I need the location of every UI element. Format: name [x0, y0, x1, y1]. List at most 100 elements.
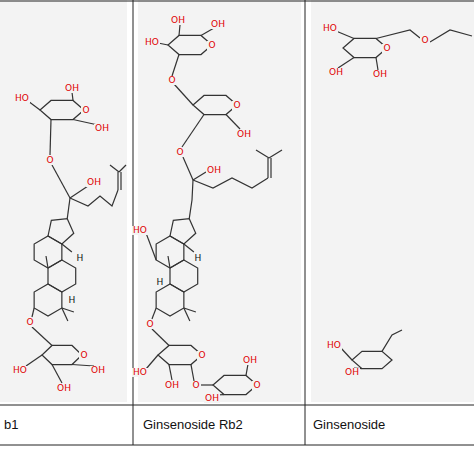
- bond-line: [338, 58, 354, 68]
- bond-line: [199, 384, 213, 385]
- atom-label: O: [382, 44, 391, 53]
- bond-line: [184, 244, 194, 252]
- bond-line: [70, 186, 88, 198]
- sugar-ring: [42, 345, 82, 364]
- sugar-ring: [158, 345, 202, 364]
- structure-panel: [311, 0, 474, 402]
- atom-label: OH: [90, 366, 106, 375]
- atom-label: OH: [56, 384, 72, 393]
- bond-line: [270, 158, 271, 178]
- bond-line: [183, 157, 193, 180]
- atom-label: HO: [322, 24, 338, 33]
- bond-line: [189, 180, 193, 219]
- bond-line: [168, 256, 170, 268]
- bond-line: [256, 150, 269, 158]
- bond-line: [152, 308, 156, 319]
- structure-panel: [0, 0, 127, 402]
- bond-line: [191, 365, 194, 381]
- steroid-ring: [48, 260, 76, 292]
- atom-label: O: [252, 381, 261, 390]
- bond-line: [336, 31, 354, 38]
- atom-label: O: [45, 156, 54, 165]
- atom-label: HO: [326, 341, 342, 350]
- bond-line: [110, 165, 119, 172]
- table-rule: [133, 0, 134, 445]
- atom-label: H: [156, 278, 165, 287]
- bond-line: [430, 30, 472, 42]
- bond-line: [32, 308, 34, 317]
- atom-label: OH: [86, 178, 102, 187]
- bond-line: [269, 150, 282, 158]
- bond-line: [201, 28, 214, 35]
- atom-label: O: [79, 351, 88, 360]
- atom-label: OH: [328, 68, 344, 77]
- atom-label: O: [191, 381, 200, 390]
- bond-line: [179, 25, 180, 35]
- bond-line: [267, 158, 268, 178]
- compound-name: Ginsenoside Rb2: [143, 418, 243, 431]
- table-rule: [0, 445, 474, 446]
- bond-line: [246, 364, 248, 375]
- atom-label: O: [145, 320, 154, 329]
- bond-line: [226, 115, 240, 129]
- atom-label: HO: [14, 94, 30, 103]
- bond-line: [50, 120, 51, 155]
- table-rule: [305, 0, 306, 445]
- bond-line: [172, 55, 179, 76]
- steroid-ring: [34, 236, 62, 268]
- atom-label: OH: [164, 381, 180, 390]
- atom-label: O: [420, 36, 429, 45]
- bond-line: [46, 256, 48, 268]
- bond-line: [169, 365, 172, 380]
- bond-line: [72, 92, 73, 100]
- atom-label: O: [232, 101, 241, 110]
- bond-line: [117, 172, 118, 190]
- atom-label: OH: [210, 20, 226, 29]
- atom-label: OH: [170, 16, 186, 25]
- bond-line: [146, 233, 156, 260]
- sugar-ring: [343, 38, 387, 57]
- bond-line: [376, 30, 420, 38]
- bond-line: [62, 308, 68, 321]
- steroid-ring: [170, 219, 196, 244]
- atom-label: H: [76, 254, 85, 263]
- bond-line: [174, 84, 193, 105]
- sugar-ring: [193, 95, 237, 114]
- bond-line: [382, 330, 402, 351]
- steroid-ring: [170, 260, 198, 292]
- atom-label: O: [207, 41, 216, 50]
- steroid-ring: [34, 284, 62, 316]
- atom-label: OH: [204, 394, 220, 403]
- atom-label: O: [81, 106, 90, 115]
- atom-label: OH: [94, 124, 110, 133]
- atom-label: H: [68, 296, 77, 305]
- bond-line: [184, 308, 190, 321]
- atom-label: O: [197, 351, 206, 360]
- atom-label: OH: [64, 84, 80, 93]
- atom-label: HO: [132, 226, 148, 235]
- atom-label: HO: [144, 38, 160, 47]
- table-rule: [0, 1, 474, 2]
- bond-line: [152, 329, 169, 345]
- bond-line: [32, 327, 52, 345]
- bond-line: [120, 172, 121, 190]
- atom-label: H: [194, 254, 203, 263]
- bond-line: [193, 178, 268, 188]
- atom-label: OH: [344, 368, 360, 377]
- steroid-ring: [156, 284, 184, 316]
- atom-label: OH: [372, 70, 388, 79]
- bond-line: [52, 365, 62, 383]
- sugar-ring: [40, 100, 84, 119]
- atom-label: HO: [132, 368, 148, 377]
- table-rule: [0, 405, 474, 406]
- compound-name: Ginsenoside: [313, 418, 385, 431]
- bond-line: [376, 58, 378, 70]
- atom-label: OH: [236, 130, 252, 139]
- steroid-ring: [48, 219, 74, 244]
- bond-line: [26, 355, 42, 366]
- bond-line: [193, 172, 206, 180]
- bond-line: [67, 198, 70, 219]
- atom-label: OH: [242, 356, 258, 365]
